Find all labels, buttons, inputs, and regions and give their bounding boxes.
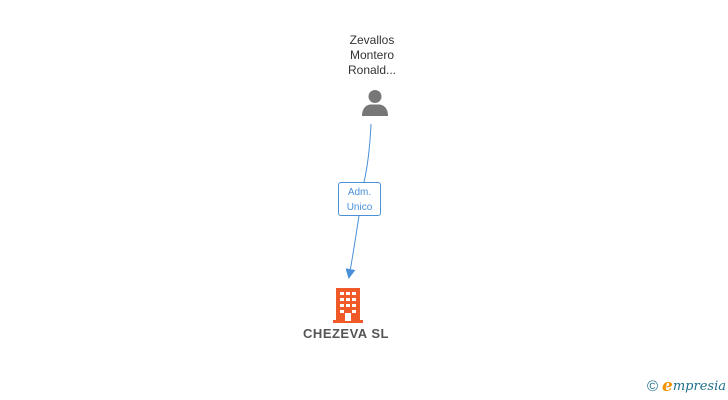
role-label-line: Adm. (347, 187, 372, 198)
person-icon (362, 90, 388, 116)
person-name-line: Montero (349, 48, 395, 62)
person-name[interactable]: Zevallos Montero Ronald... (312, 33, 432, 78)
brand-logo[interactable]: © e mpresia (647, 376, 726, 396)
role-label-line: Unico (346, 202, 373, 213)
copyright-icon: © (646, 377, 659, 395)
building-icon (333, 288, 363, 323)
company-name[interactable]: CHEZEVA SL (303, 326, 389, 341)
connector-line (349, 123, 372, 277)
person-name-line: Zevallos (349, 33, 395, 47)
role-label[interactable]: Adm. Unico (338, 182, 381, 216)
person-name-line: Ronald... (347, 63, 397, 77)
brand-logo-initial: e (662, 376, 673, 396)
brand-logo-text: mpresia (672, 378, 726, 394)
